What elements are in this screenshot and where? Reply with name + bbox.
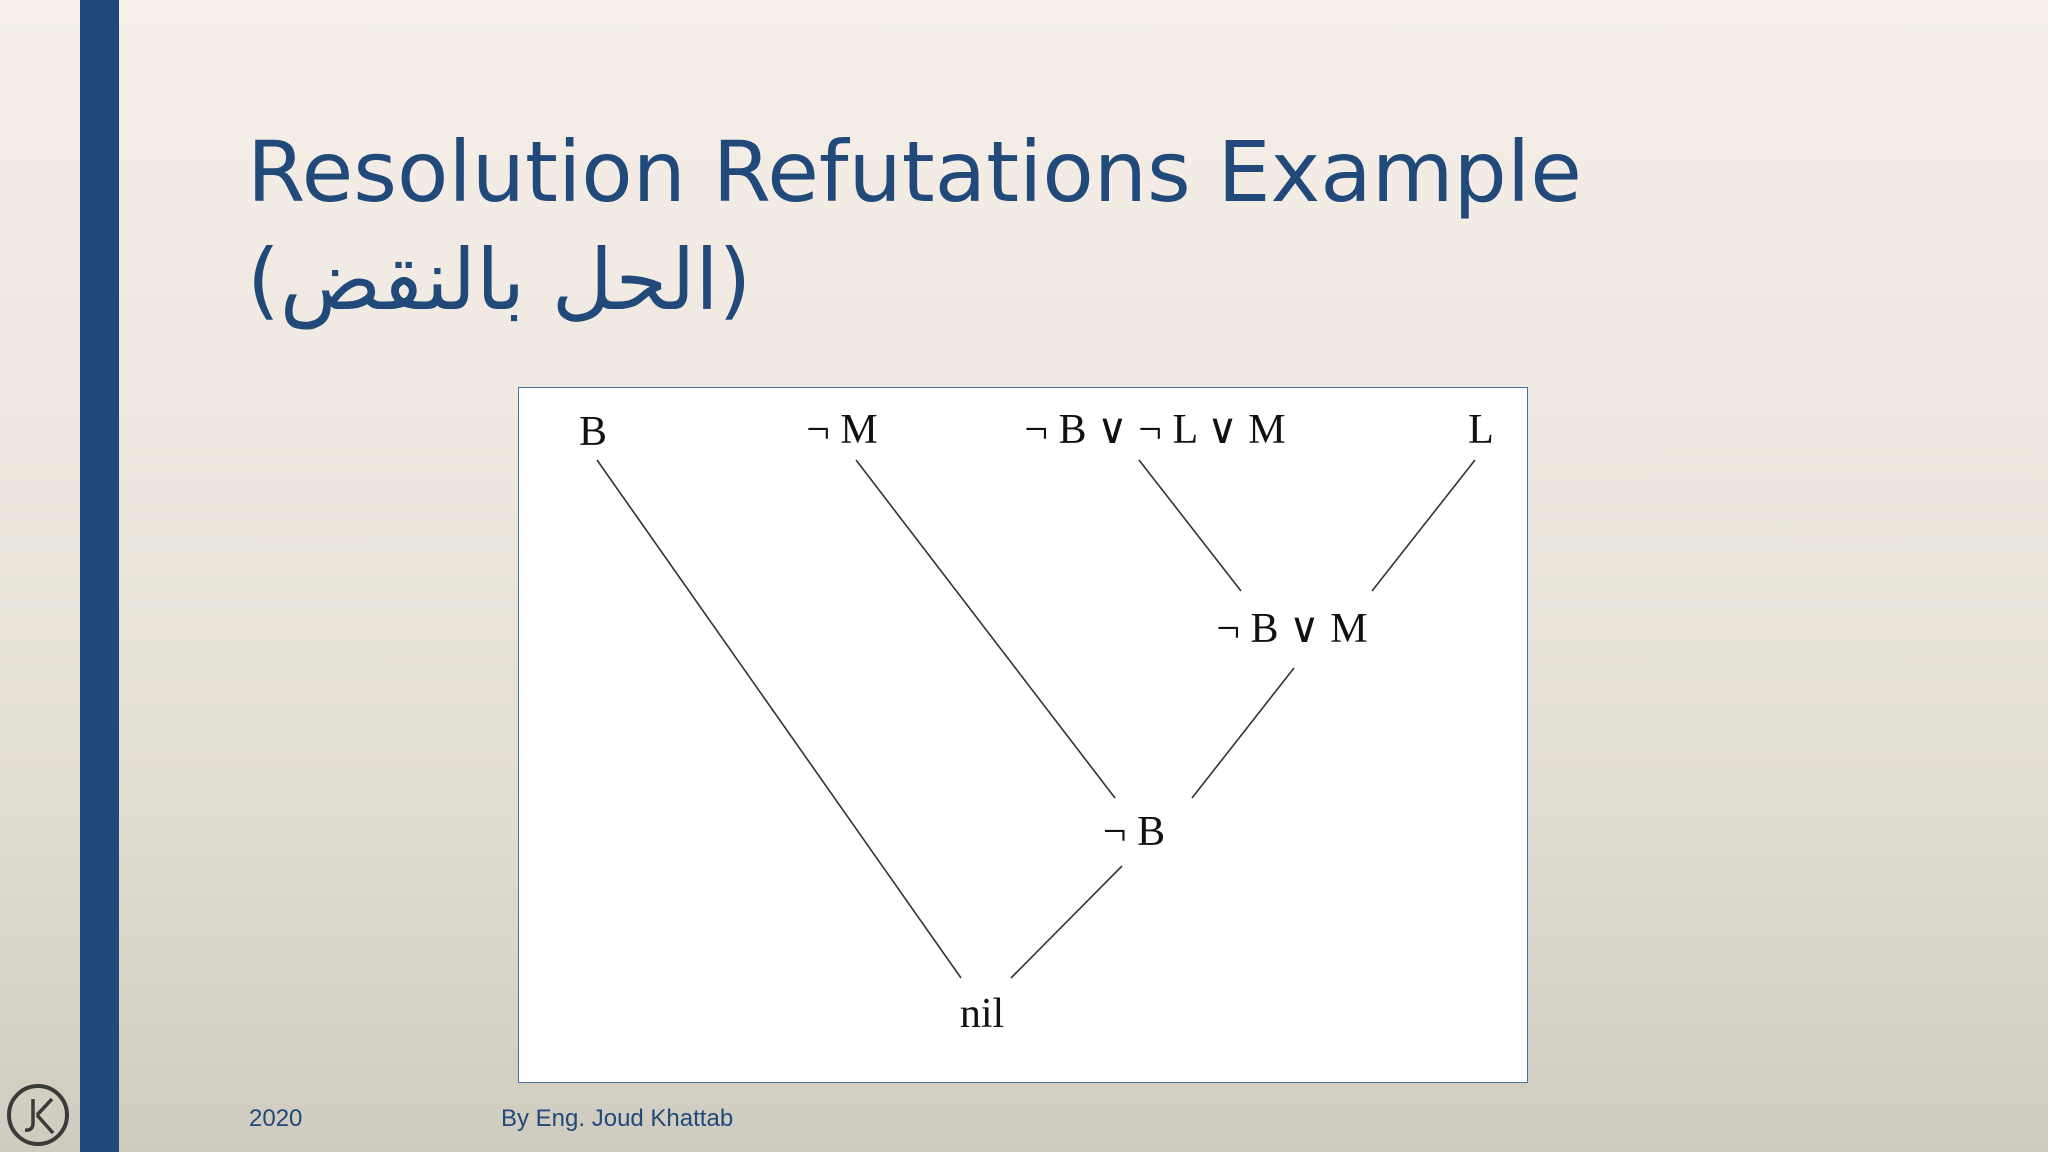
resolution-tree-diagram: B ¬ M ¬ B ∨ ¬ L ∨ M L ¬ B ∨ M ¬ B nil: [518, 387, 1528, 1083]
edge-l-to-not-b-or-m: [1371, 459, 1476, 592]
edge-not-b-to-nil: [1010, 865, 1123, 979]
footer-year: 2020: [249, 1105, 303, 1132]
edge-clause-to-not-b-or-m: [1138, 459, 1242, 592]
footer-author: By Eng. Joud Khattab: [501, 1105, 734, 1132]
edge-not-m-to-not-b: [855, 459, 1116, 799]
title-line-english: Resolution Refutations Example: [247, 123, 1582, 221]
node-not-b-or-m: ¬ B ∨ M: [1216, 606, 1367, 652]
node-nil: nil: [960, 991, 1004, 1037]
slide-title: Resolution Refutations Example (الحل بال…: [247, 118, 1582, 334]
jk-logo-icon: [7, 1084, 69, 1146]
edge-not-b-or-m-to-not-b: [1191, 667, 1295, 799]
node-not-b-or-not-l-or-m: ¬ B ∨ ¬ L ∨ M: [1024, 407, 1285, 453]
node-l: L: [1468, 407, 1494, 453]
title-line-arabic: (الحل بالنقض): [247, 231, 752, 329]
node-not-m: ¬ M: [806, 407, 878, 453]
accent-bar: [80, 0, 119, 1152]
node-b: B: [579, 409, 607, 455]
edge-b-to-nil: [596, 459, 962, 979]
resolution-tree-svg: B ¬ M ¬ B ∨ ¬ L ∨ M L ¬ B ∨ M ¬ B nil: [579, 407, 1494, 1037]
node-not-b: ¬ B: [1103, 809, 1165, 855]
